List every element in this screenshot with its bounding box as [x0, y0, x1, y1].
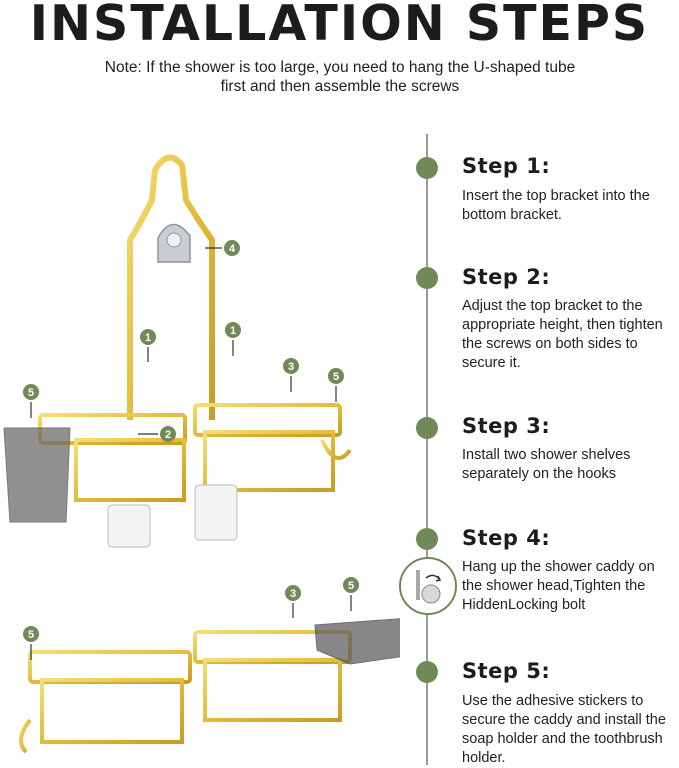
step-5-desc: Use the adhesive stickers to secure the … — [462, 693, 666, 766]
callout-3a-text: 3 — [288, 361, 294, 373]
shower-caddy-illustration: 1 1 2 3 3 4 5 5 5 5 — [3, 154, 400, 754]
upper-shelf-right — [193, 403, 352, 492]
note-line-2: first and then assemble the screws — [220, 78, 460, 95]
note-line-1: Note: If the shower is too large, you ne… — [104, 59, 576, 76]
callout-4-text: 4 — [229, 243, 236, 255]
callout-5d-text: 5 — [28, 629, 34, 641]
callout-5b-text: 5 — [333, 371, 339, 383]
callout-2: 2 — [138, 426, 176, 442]
step-1-desc: Insert the top bracket into the bottom b… — [462, 188, 650, 223]
steps-timeline — [426, 134, 428, 765]
shower-head-lock-detail-icon — [399, 557, 457, 615]
callout-5b: 5 — [328, 368, 344, 402]
lower-shelf-right — [193, 630, 352, 722]
step-2-desc: Adjust the top bracket to the appropriat… — [462, 298, 663, 371]
step-3-desc: Install two shower shelves separately on… — [462, 447, 631, 482]
callout-5c-text: 5 — [348, 580, 354, 592]
soap-holder — [314, 618, 400, 665]
callout-3b: 3 — [285, 585, 301, 618]
callout-4: 4 — [205, 240, 240, 256]
step-3-title: Step 3: — [462, 414, 551, 438]
step-3-marker — [416, 417, 438, 439]
step-2-title: Step 2: — [462, 265, 551, 289]
step-5-marker — [416, 661, 438, 683]
toothbrush-holder — [3, 427, 71, 523]
step-4-marker — [416, 528, 438, 550]
lower-shelf-left — [18, 650, 192, 754]
callout-5a-text: 5 — [28, 387, 34, 399]
callout-1b: 1 — [225, 322, 241, 356]
callout-3b-text: 3 — [290, 588, 296, 600]
installation-note: Note: If the shower is too large, you ne… — [20, 58, 660, 96]
callout-1b-text: 1 — [230, 325, 236, 337]
step-2-marker — [416, 267, 438, 289]
callout-5a: 5 — [23, 384, 39, 418]
step-4-title: Step 4: — [462, 526, 551, 550]
step-1-title: Step 1: — [462, 154, 551, 178]
step-4-desc: Hang up the shower caddy on the shower h… — [462, 559, 655, 613]
callout-5c: 5 — [343, 577, 359, 611]
page-title: INSTALLATION STEPS — [29, 0, 650, 52]
callout-1a-text: 1 — [145, 332, 151, 344]
step-1-marker — [416, 157, 438, 179]
callout-1a: 1 — [140, 329, 156, 362]
callout-3a: 3 — [283, 358, 299, 392]
callout-2-text: 2 — [165, 429, 171, 441]
adhesive-stickers — [107, 484, 238, 548]
hidden-locking-bolt — [157, 223, 191, 263]
top-bracket — [127, 154, 215, 420]
step-5-title: Step 5: — [462, 659, 551, 683]
callout-5d: 5 — [23, 626, 39, 660]
